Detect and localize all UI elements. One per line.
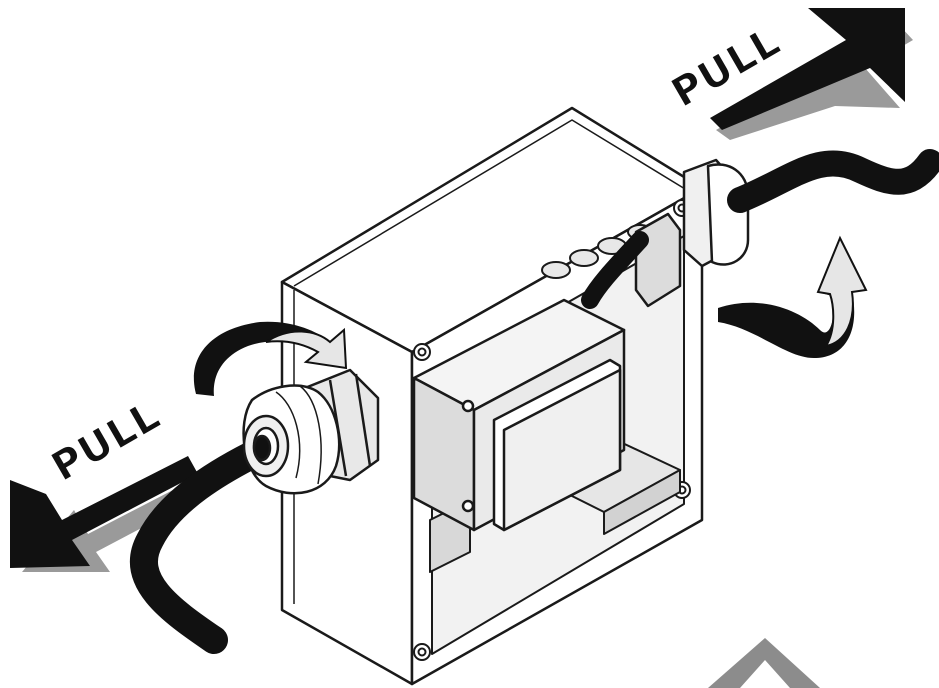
- right-cable: [727, 149, 939, 213]
- arrow-pull-right-icon: [710, 8, 913, 140]
- warning-triangle-icon: [708, 638, 820, 688]
- left-cable: [130, 434, 280, 654]
- left-cable-gland: [242, 368, 380, 495]
- right-cable-gland: [581, 158, 750, 309]
- rotate-counterclockwise-icon: [718, 235, 868, 358]
- rotate-clockwise-icon: [193, 321, 348, 396]
- internal-component: [412, 298, 626, 532]
